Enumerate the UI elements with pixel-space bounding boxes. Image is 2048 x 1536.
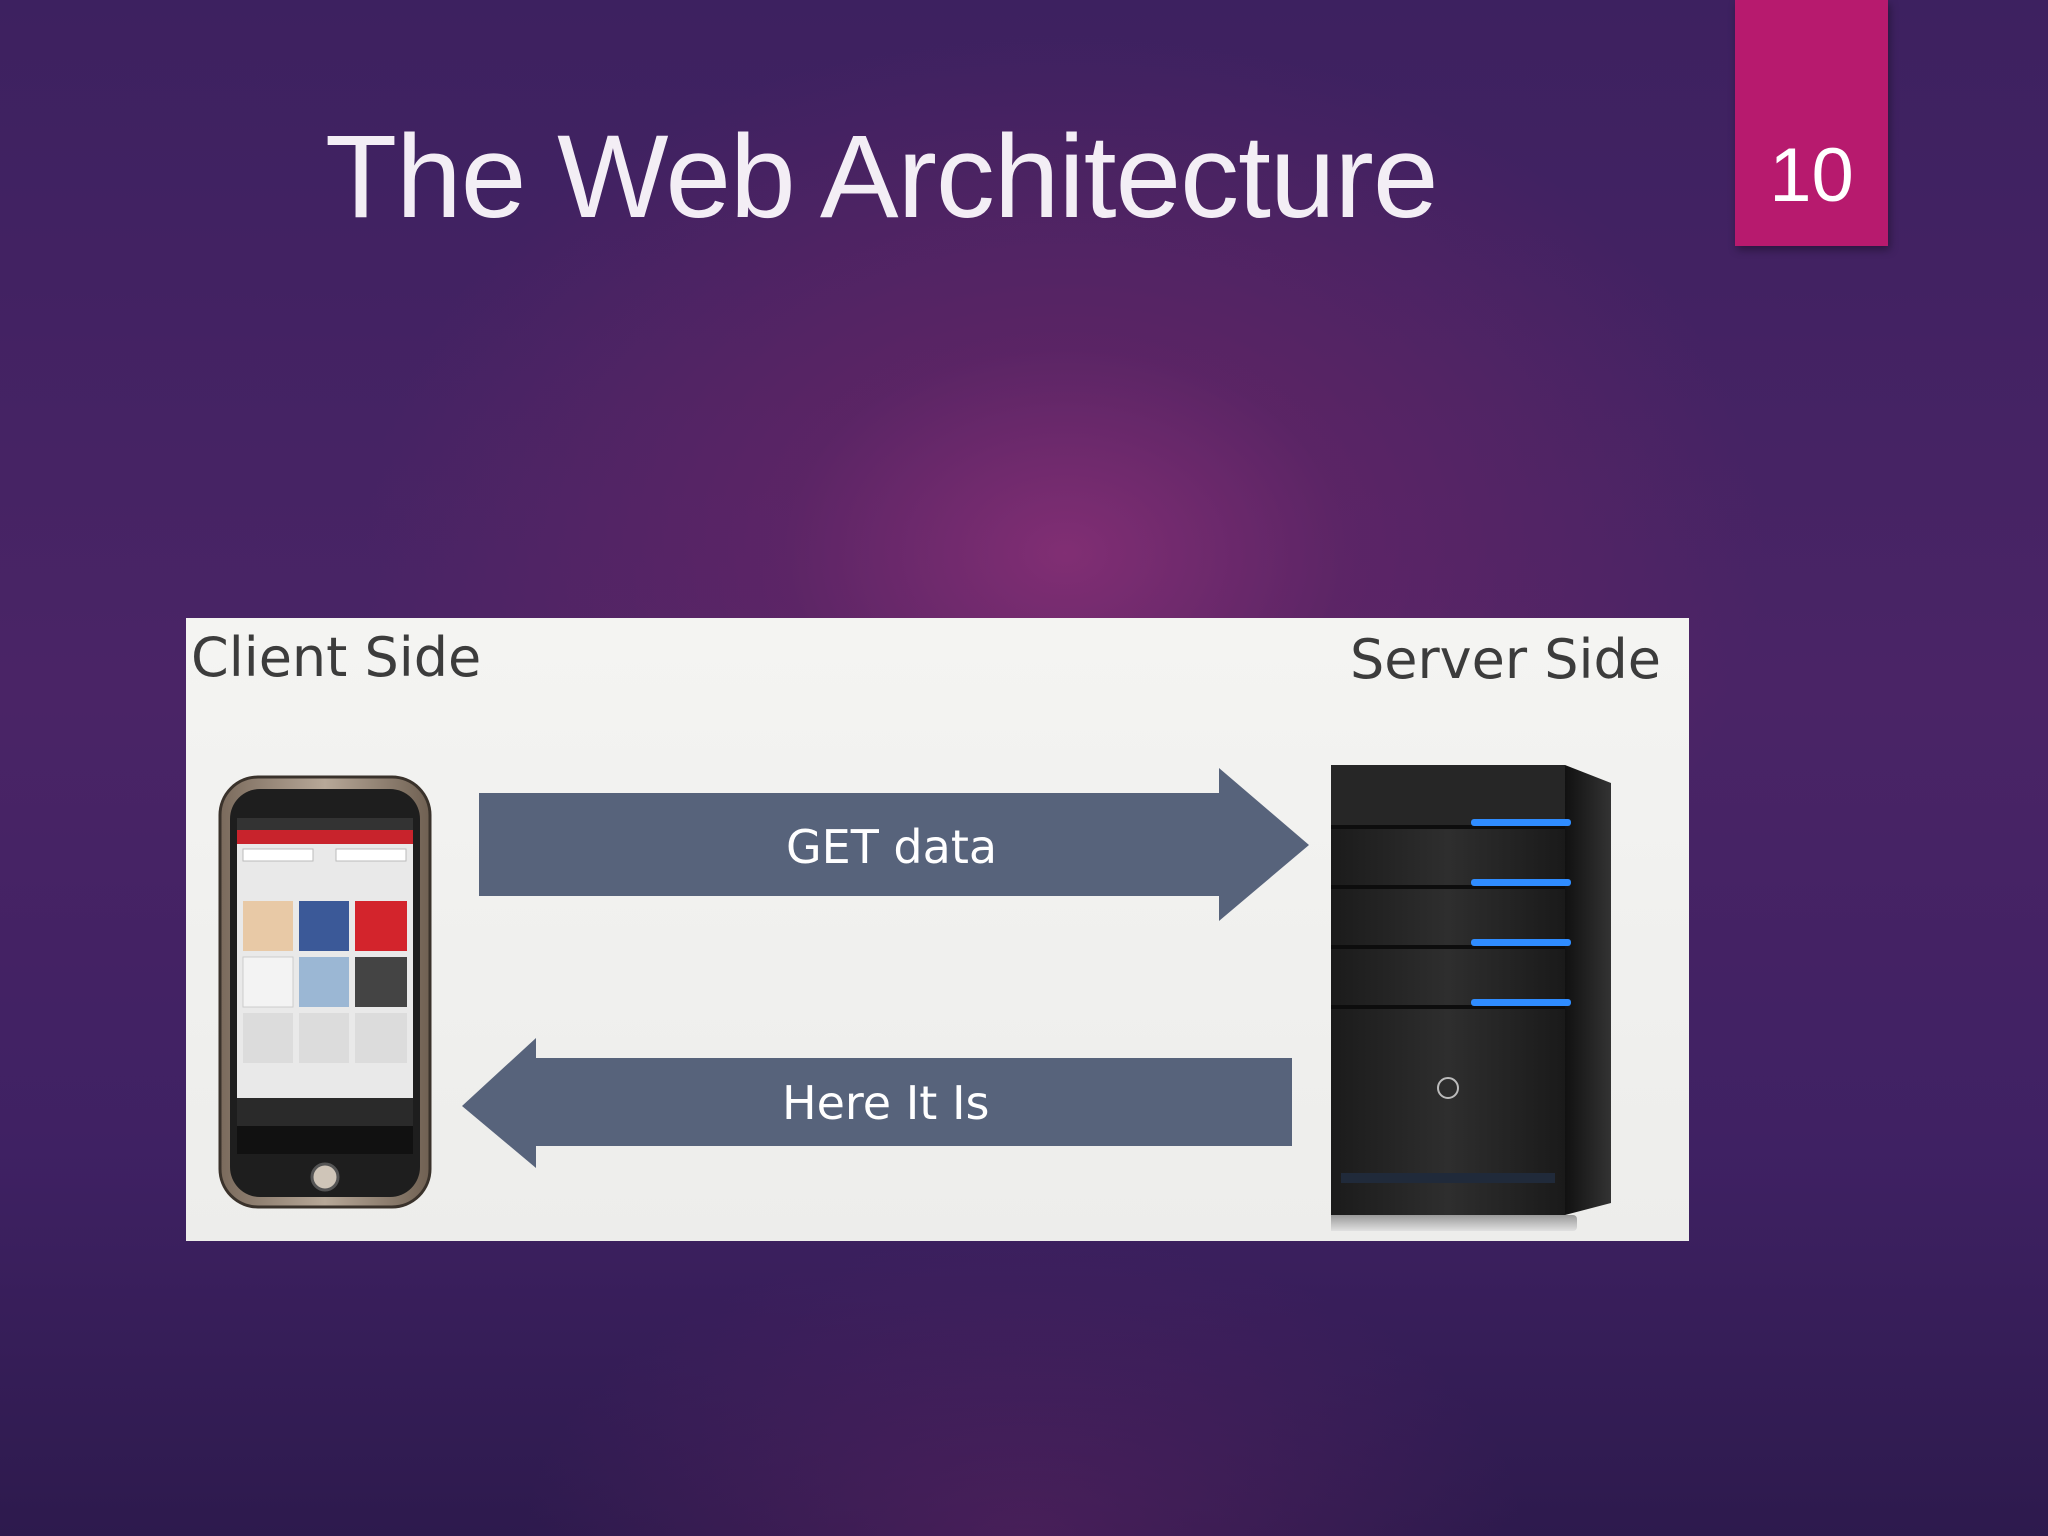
smartphone-icon (218, 775, 432, 1209)
slide-title: The Web Architecture (325, 111, 1438, 243)
request-arrow (479, 768, 1309, 921)
response-arrow (462, 1038, 1292, 1168)
client-side-label: Client Side (191, 626, 482, 689)
server-icon (1331, 765, 1611, 1231)
page-number-badge: 10 (1735, 0, 1888, 246)
web-architecture-diagram: Client Side Server Side G (186, 618, 1689, 1241)
request-arrow-label: GET data (786, 820, 998, 874)
page-number: 10 (1769, 133, 1854, 218)
response-arrow-label: Here It Is (782, 1076, 990, 1130)
server-side-label: Server Side (1349, 628, 1661, 691)
